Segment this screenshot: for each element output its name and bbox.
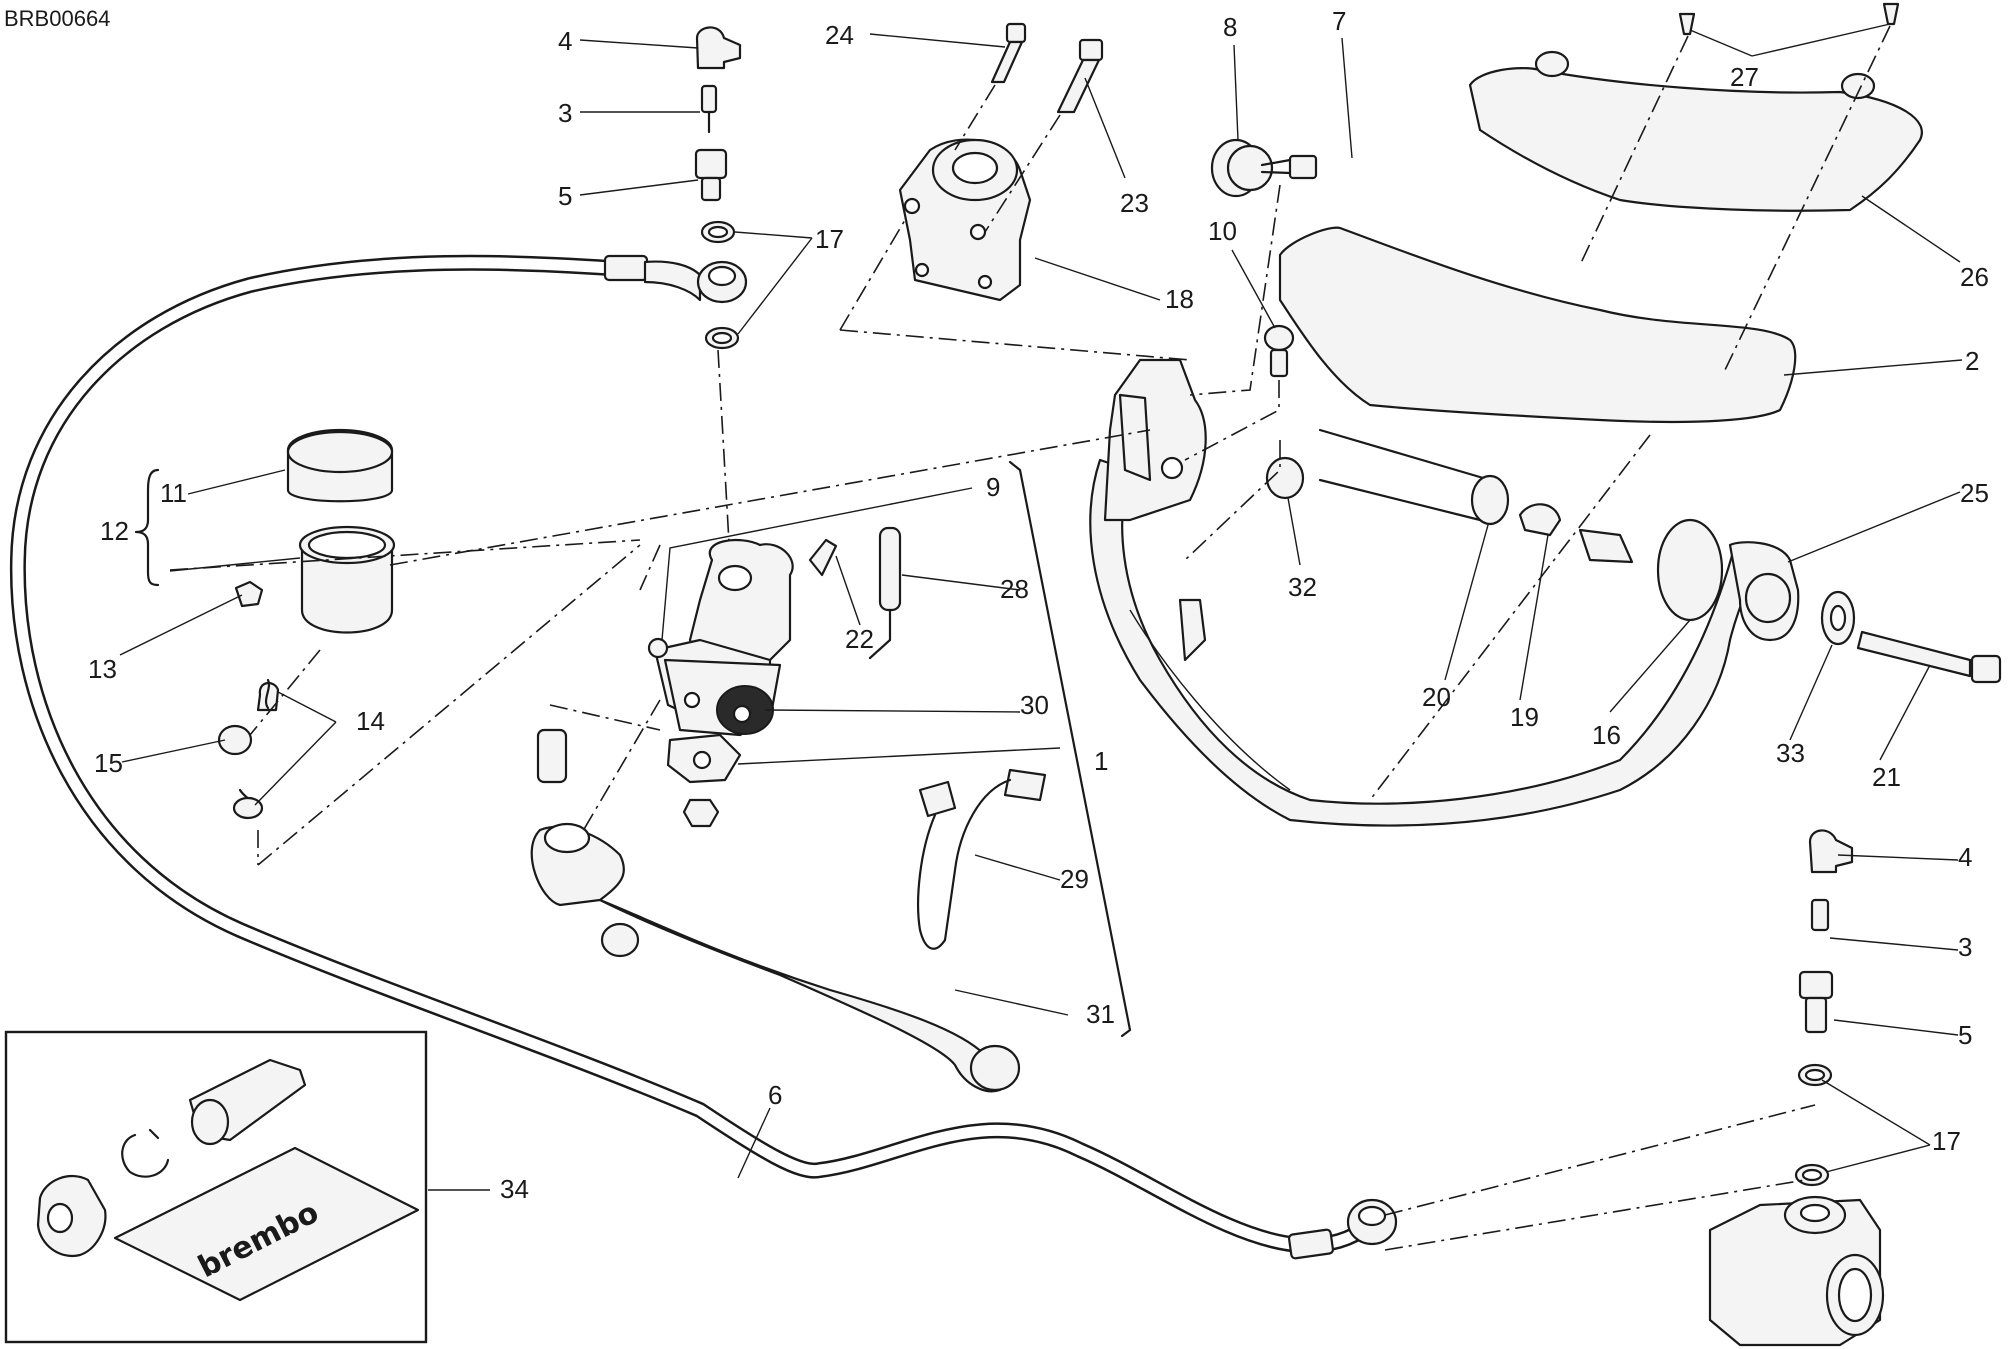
pin-22 — [808, 538, 838, 577]
bleeder-valve-upper — [700, 84, 718, 114]
spacer-20 — [1470, 474, 1510, 526]
callout-4-upper: 4 — [558, 26, 572, 56]
callout-20: 20 — [1422, 682, 1451, 712]
spacer-32 — [1184, 440, 1305, 561]
hose-end-fitting-upper — [603, 254, 649, 282]
kit-instruction-card — [113, 1146, 420, 1302]
lever-tip — [969, 1044, 1021, 1092]
screw-10 — [1184, 324, 1295, 461]
callout-13: 13 — [88, 654, 117, 684]
callout-1: 1 — [1094, 746, 1108, 776]
callout-22: 22 — [845, 624, 874, 654]
callout-9: 9 — [986, 472, 1000, 502]
callout-14: 14 — [356, 706, 385, 736]
callout-16: 16 — [1592, 720, 1621, 750]
callout-labels: 4 3 5 17 24 23 18 8 7 10 27 26 2 11 12 1… — [88, 6, 1989, 1204]
clutch-switch — [917, 768, 1047, 950]
bleeder-valve-lower — [1810, 898, 1830, 932]
callout-33: 33 — [1776, 738, 1805, 768]
callout-34: 34 — [500, 1174, 529, 1204]
hose-end-fitting-lower — [1287, 1228, 1335, 1260]
hose-bend-upper — [643, 260, 702, 302]
bleeder-cap-lower — [1808, 829, 1854, 874]
lower-bleeder-stack — [1794, 829, 1854, 1187]
clutch-lever — [530, 728, 1021, 1093]
callout-17-upper: 17 — [815, 224, 844, 254]
callout-5-lower: 5 — [1958, 1020, 1972, 1050]
callout-11: 11 — [160, 478, 187, 508]
callout-23: 23 — [1120, 188, 1149, 218]
master-cylinder — [549, 526, 902, 871]
hand-guard-shell — [1278, 226, 1797, 424]
adjuster-28 — [878, 526, 902, 612]
banjo-bolt-upper — [694, 148, 728, 180]
leader-lines — [119, 23, 1963, 1191]
clutch-hose — [9, 254, 1398, 1260]
bolt-21 — [1856, 630, 1972, 678]
group-brace-12 — [134, 468, 160, 587]
lever-bushing — [536, 728, 568, 784]
bushing-8 — [1210, 138, 1274, 198]
handlebar-clamp — [898, 138, 1032, 302]
reservoir-screw — [234, 580, 264, 608]
group-bracket-1 — [1008, 460, 1132, 1038]
hand-guard-assembly — [1089, 2, 2002, 827]
screw-7 — [1260, 154, 1318, 180]
banjo-bolt-lower — [1798, 970, 1834, 1000]
callout-8: 8 — [1223, 12, 1237, 42]
slave-cylinder — [1708, 1195, 1885, 1347]
callout-3-lower: 3 — [1958, 932, 1972, 962]
callout-5-upper: 5 — [558, 181, 572, 211]
callout-30: 30 — [1020, 690, 1049, 720]
callout-26: 26 — [1960, 262, 1989, 292]
callout-21: 21 — [1872, 762, 1901, 792]
callout-18: 18 — [1165, 284, 1194, 314]
callout-28: 28 — [1000, 574, 1029, 604]
callout-17-lower: 17 — [1932, 1126, 1961, 1156]
cover-screws-27 — [1579, 2, 1900, 371]
callout-6: 6 — [768, 1080, 782, 1110]
fluid-reservoir — [169, 428, 641, 866]
sleeve-16 — [1578, 528, 1634, 564]
pivot-nut — [682, 798, 720, 828]
callout-12: 12 — [100, 516, 129, 546]
callout-24: 24 — [825, 20, 854, 50]
lever-blade — [530, 825, 1006, 1093]
callout-10: 10 — [1208, 216, 1237, 246]
upper-bleeder-stack — [694, 26, 742, 561]
callout-3-upper: 3 — [558, 98, 572, 128]
callout-2: 2 — [1965, 346, 1979, 376]
callout-29: 29 — [1060, 864, 1089, 894]
callout-7: 7 — [1332, 6, 1346, 36]
clamp-screw-24 — [954, 22, 1027, 151]
reservoir-body — [300, 543, 394, 634]
callout-19: 19 — [1510, 702, 1539, 732]
callout-27: 27 — [1730, 62, 1759, 92]
callout-25: 25 — [1960, 478, 1989, 508]
repair-kit-box: brembo — [4, 1030, 428, 1344]
callout-31: 31 — [1086, 999, 1115, 1029]
clamp-screw-23 — [984, 38, 1104, 233]
kit-circlip — [121, 1128, 170, 1178]
guard-cover — [1468, 67, 1923, 212]
mc-screw-9 — [647, 637, 669, 659]
master-cylinder-body — [688, 538, 794, 667]
callout-15: 15 — [94, 748, 123, 778]
guard-mount-bracket — [1103, 358, 1207, 522]
diagram-code: BRB00664 — [4, 6, 110, 31]
bleeder-cap-upper — [695, 26, 742, 70]
callout-4-lower: 4 — [1958, 842, 1972, 872]
hose-clamp-fitting — [256, 682, 280, 712]
washer-16 — [1656, 518, 1724, 622]
sleeve-19 — [1518, 503, 1562, 537]
callout-32: 32 — [1288, 572, 1317, 602]
